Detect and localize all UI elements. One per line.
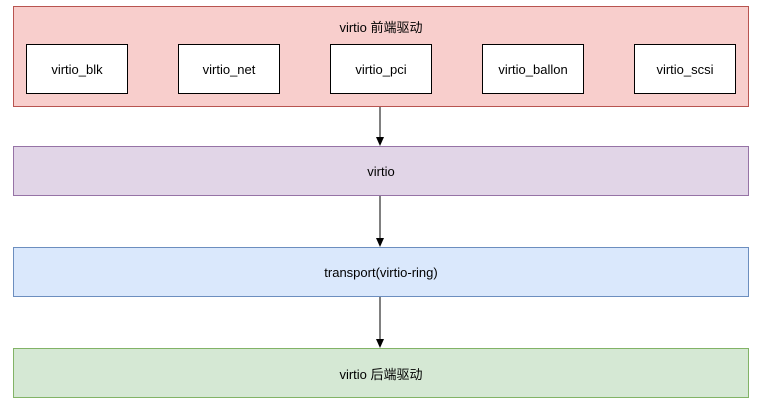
module-virtio-net: virtio_net xyxy=(178,44,280,94)
arrow-frontend-to-virtio xyxy=(376,107,384,146)
backend-driver-label: virtio 后端驱动 xyxy=(339,366,423,382)
frontend-driver-layer: virtio 前端驱动 virtio_blk virtio_net virtio… xyxy=(13,6,749,107)
transport-layer: transport(virtio-ring) xyxy=(13,247,749,297)
arrow-transport-to-backend xyxy=(376,297,384,348)
module-virtio-blk: virtio_blk xyxy=(26,44,128,94)
transport-layer-label: transport(virtio-ring) xyxy=(324,264,438,280)
arrow-virtio-to-transport xyxy=(376,196,384,247)
backend-driver-layer: virtio 后端驱动 xyxy=(13,348,749,398)
module-virtio-pci: virtio_pci xyxy=(330,44,432,94)
virtio-layer: virtio xyxy=(13,146,749,196)
module-virtio-ballon: virtio_ballon xyxy=(482,44,584,94)
virtio-layer-label: virtio xyxy=(367,163,395,179)
frontend-driver-title: virtio 前端驱动 xyxy=(339,20,423,35)
module-virtio-scsi: virtio_scsi xyxy=(634,44,736,94)
